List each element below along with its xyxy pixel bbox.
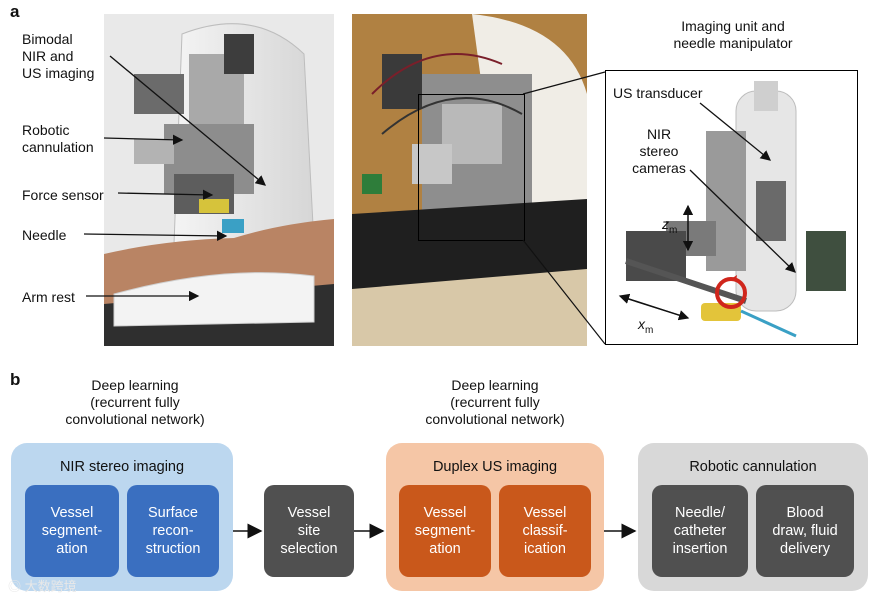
x-axis-label: xm	[638, 316, 653, 339]
bimodal-imaging-label: Bimodal NIR and US imaging	[22, 31, 95, 81]
inset-title: Imaging unit and needle manipulator	[673, 18, 793, 51]
panel-letter-b: b	[10, 370, 21, 389]
watermark-text: 大数跨境	[24, 579, 77, 594]
us-imaging-title: Duplex US imaging	[432, 459, 558, 475]
deep-learning-left: Deep learning (recurrent fully convoluti…	[65, 377, 205, 427]
needle-label: Needle	[22, 227, 67, 243]
z-axis-subscript: m	[669, 224, 678, 236]
robotic-cannulation-label: Robotic cannulation	[22, 122, 94, 155]
us-vessel-segmentation-box: Vessel segment- ation	[399, 485, 491, 577]
panel-letter-a: a	[10, 2, 20, 21]
manipulator-illustration	[625, 81, 846, 338]
arm-rest-label: Arm rest	[22, 289, 75, 305]
nir-cameras-label: NIR stereo cameras	[632, 126, 686, 176]
deep-learning-right: Deep learning (recurrent fully convoluti…	[425, 377, 565, 427]
needle-insertion-box: Needle/ catheter insertion	[652, 485, 748, 577]
surface-reconstruction-box: Surface recon- struction	[127, 485, 219, 577]
x-axis-subscript: m	[645, 324, 654, 336]
vessel-classification-box: Vessel classif- ication	[499, 485, 591, 577]
x-axis-symbol: x	[638, 316, 645, 332]
closeup-photo	[352, 14, 587, 346]
device-illustration	[104, 14, 334, 346]
closeup-illustration	[352, 14, 587, 346]
nir-vessel-segmentation-box: Vessel segment- ation	[25, 485, 119, 577]
device-photo	[104, 14, 334, 346]
z-axis-symbol: z	[662, 216, 669, 232]
z-axis-label: zm	[662, 216, 677, 239]
inset-render: US transducer NIR stereo cameras zm xm	[605, 70, 858, 345]
watermark: ◎ 大数跨境	[8, 576, 77, 595]
force-sensor-label: Force sensor	[22, 187, 104, 203]
robotic-cannulation-title: Robotic cannulation	[689, 459, 817, 475]
us-transducer-label: US transducer	[613, 85, 703, 101]
blood-draw-box: Blood draw, fluid delivery	[756, 485, 854, 577]
nir-imaging-title: NIR stereo imaging	[59, 459, 185, 475]
vessel-site-selection-box: Vessel site selection	[264, 485, 354, 577]
watermark-icon: ◎	[8, 579, 22, 594]
zoom-box	[418, 94, 525, 241]
